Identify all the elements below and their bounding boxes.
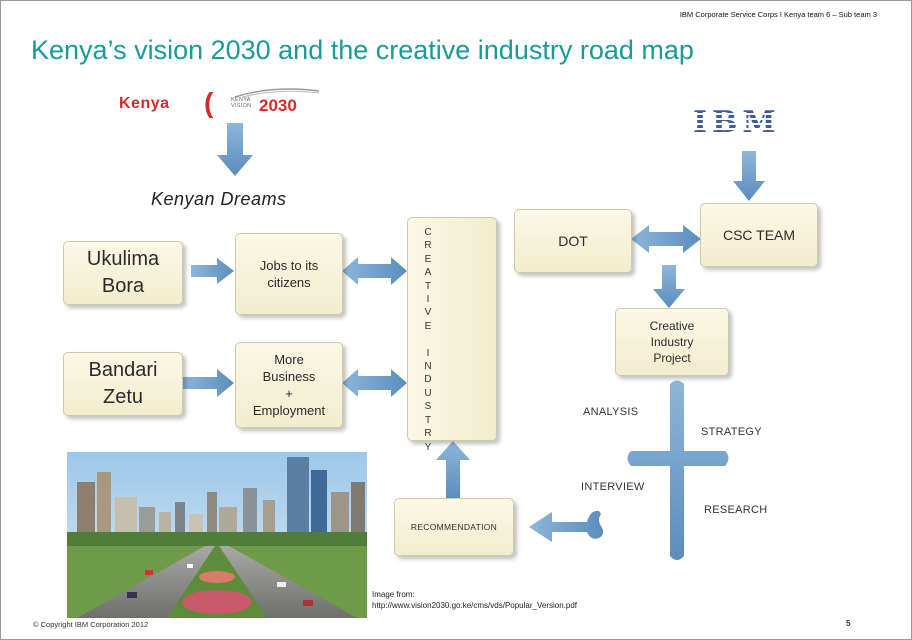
label-strategy: STRATEGY bbox=[701, 426, 762, 438]
header-note: IBM Corporate Service Corps I Kenya team… bbox=[679, 10, 877, 19]
label-research: RESEARCH bbox=[704, 504, 768, 516]
creative-industry-letter: Y bbox=[424, 441, 432, 453]
arrow-double-business bbox=[342, 369, 407, 397]
vision-logo-year: 2030 bbox=[259, 96, 297, 115]
ibm-logo: IBM bbox=[693, 105, 781, 140]
creative-industry-letter bbox=[427, 333, 430, 346]
creative-industry-letter: I bbox=[426, 347, 430, 359]
arrow-left-recommendation bbox=[529, 510, 604, 542]
slide-title: Kenya’s vision 2030 and the creative ind… bbox=[31, 35, 694, 65]
nairobi-city-photo bbox=[67, 452, 367, 618]
creative-industry-project-box: Creative Industry Project bbox=[615, 308, 729, 376]
recommendation-box: RECOMMENDATION bbox=[394, 498, 514, 556]
kenya-logo-word: Kenya bbox=[119, 95, 170, 112]
caption-line-1: Image from: bbox=[372, 590, 415, 599]
creative-industry-letter: U bbox=[424, 387, 432, 399]
arrow-down-csc bbox=[653, 265, 685, 308]
csc-team-box: CSC TEAM bbox=[700, 203, 818, 267]
business-box: More Business + Employment bbox=[235, 342, 343, 428]
kenya-logo-bracket: ( bbox=[204, 87, 214, 118]
copyright-footer: © Copyright IBM Corporation 2012 bbox=[33, 620, 149, 629]
page-number: 5 bbox=[846, 619, 851, 628]
creative-industry-letter: I bbox=[426, 294, 430, 306]
bandari-zetu-box: Bandari Zetu bbox=[63, 352, 183, 416]
ukulima-bora-box: Ukulima Bora bbox=[63, 241, 183, 305]
label-analysis: ANALYSIS bbox=[583, 406, 639, 418]
kenyan-dreams-label: Kenyan Dreams bbox=[151, 189, 287, 209]
arrow-double-dot-csc bbox=[631, 225, 701, 253]
label-interview: INTERVIEW bbox=[581, 481, 645, 493]
arrow-down-ibm bbox=[733, 151, 765, 201]
arrow-down-vision bbox=[217, 123, 253, 176]
creative-industry-letter: V bbox=[424, 307, 432, 319]
arrow-right-ukulima bbox=[191, 258, 234, 284]
creative-industry-letter: D bbox=[424, 374, 432, 386]
vision-swoosh-icon bbox=[234, 88, 320, 98]
creative-industry-letter: T bbox=[424, 414, 432, 426]
image-caption: Image from: http://www.vision2030.go.ke/… bbox=[372, 589, 577, 611]
jobs-box: Jobs to its citizens bbox=[235, 233, 343, 315]
creative-industry-letter: N bbox=[424, 361, 432, 373]
creative-industry-letter: C bbox=[424, 227, 432, 238]
dot-box: DOT bbox=[514, 209, 632, 273]
arrow-double-jobs bbox=[342, 257, 407, 285]
cross-shape bbox=[627, 380, 729, 560]
caption-link[interactable]: http://www.vision2030.go.ke/cms/vds/Popu… bbox=[372, 601, 577, 610]
creative-industry-letter: R bbox=[424, 428, 432, 440]
creative-industry-letter: A bbox=[424, 267, 432, 279]
creative-industry-letter: R bbox=[424, 240, 432, 252]
creative-industry-letter: T bbox=[424, 280, 432, 292]
creative-industry-letter: E bbox=[424, 253, 432, 265]
arrow-up-recommendation bbox=[436, 441, 470, 499]
creative-industry-letter: S bbox=[424, 401, 432, 413]
vision-logo-small-text: KENYA VISION bbox=[231, 97, 252, 109]
creative-industry-letter: E bbox=[424, 320, 432, 332]
arrow-right-bandari bbox=[183, 369, 234, 397]
